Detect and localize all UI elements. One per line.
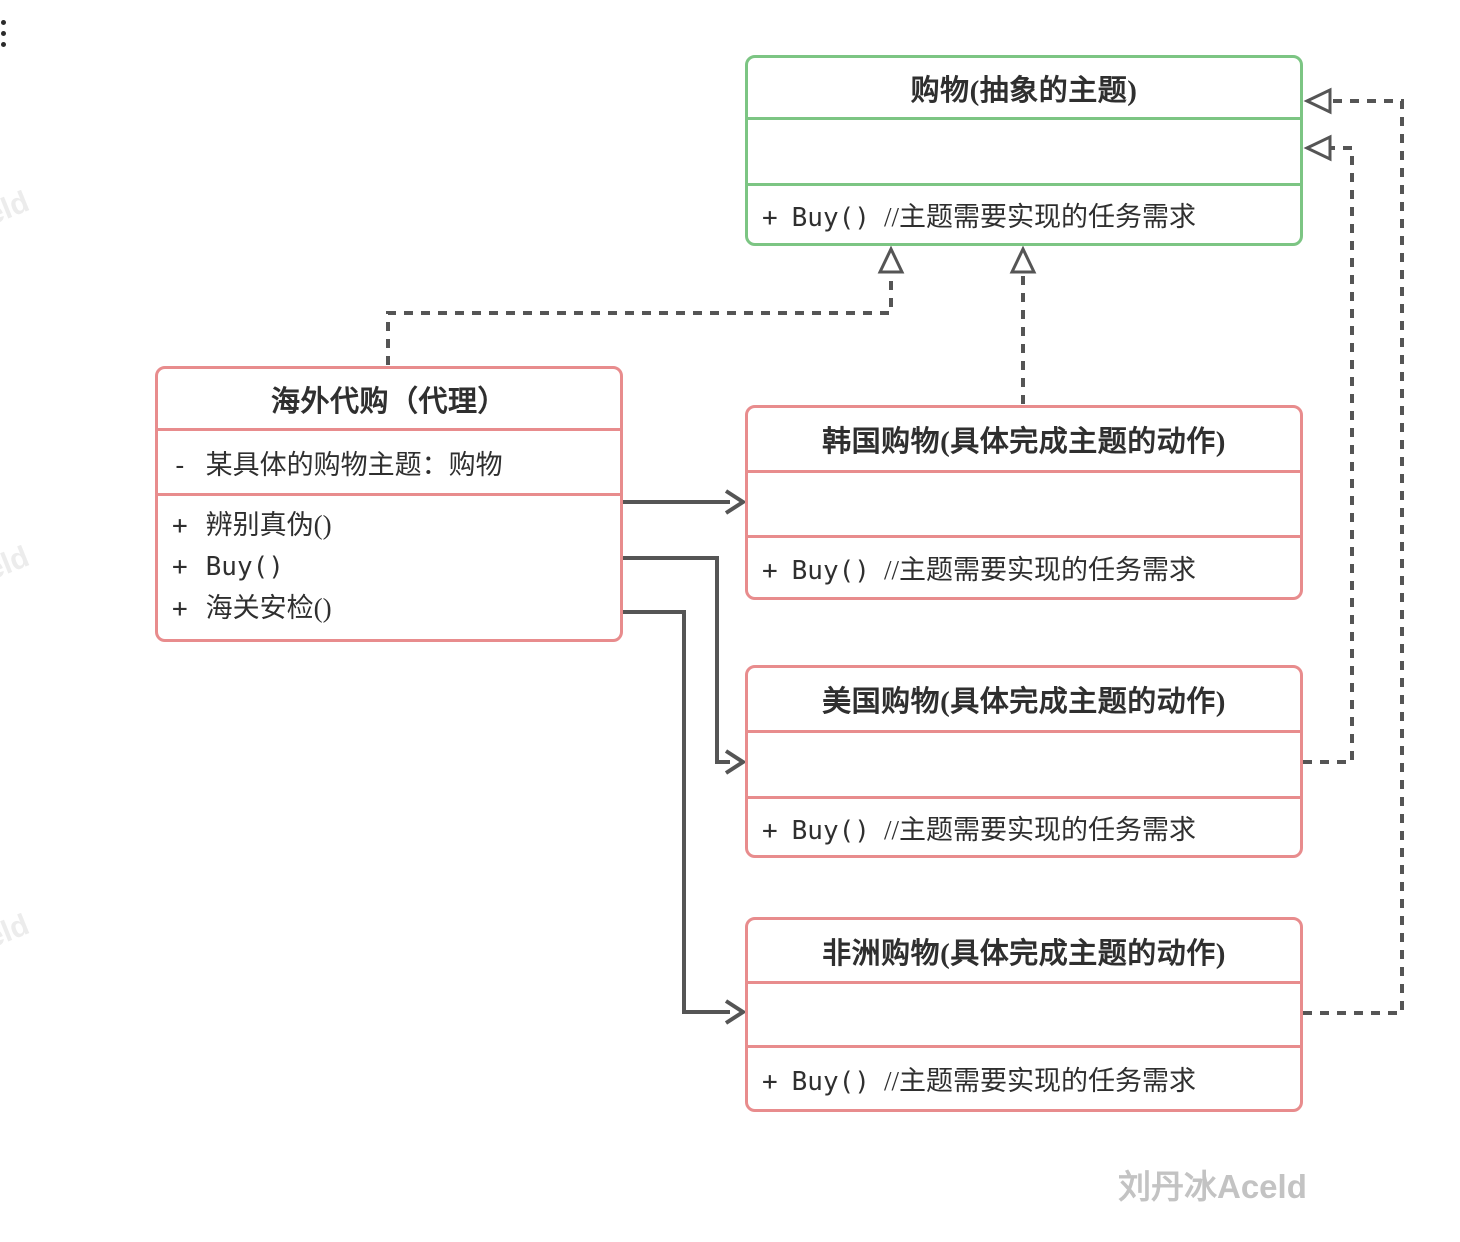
- kebab-dot: [1, 31, 6, 36]
- method-visibility: +: [762, 815, 778, 846]
- edge-africa-realizes-abstract: [1303, 87, 1404, 1015]
- class-korea-shopping: 韩国购物(具体完成主题的动作) + Buy() //主题需要实现的任务需求: [745, 405, 1303, 600]
- edge-proxy-to-africa: [623, 610, 747, 1025]
- class-abstract-attributes: [748, 117, 1300, 183]
- class-africa-title: 非洲购物(具体完成主题的动作): [822, 937, 1226, 970]
- edge-proxy-realizes-abstract: [386, 245, 905, 365]
- class-usa-attributes: [748, 730, 1300, 796]
- edge-korea-realizes-abstract: [1009, 245, 1037, 404]
- edge-usa-realizes-abstract: [1303, 134, 1354, 764]
- class-africa-methods: + Buy() //主题需要实现的任务需求: [748, 1045, 1300, 1109]
- method-signature: 海关安检(): [205, 593, 332, 623]
- method-visibility: +: [172, 552, 188, 582]
- class-korea-methods: + Buy() //主题需要实现的任务需求: [748, 535, 1300, 597]
- method-comment: //主题需要实现的任务需求: [883, 202, 1196, 232]
- class-africa-attributes: [748, 981, 1300, 1045]
- class-proxy-attributes: - 某具体的购物主题：购物: [158, 428, 620, 493]
- method-comment: //主题需要实现的任务需求: [883, 1066, 1196, 1096]
- method-comment: //主题需要实现的任务需求: [883, 814, 1196, 845]
- edge-proxy-to-korea: [623, 489, 747, 515]
- side-watermark: eld: [0, 908, 34, 955]
- class-usa-shopping: 美国购物(具体完成主题的动作) + Buy() //主题需要实现的任务需求: [745, 665, 1303, 858]
- class-africa-shopping: 非洲购物(具体完成主题的动作) + Buy() //主题需要实现的任务需求: [745, 917, 1303, 1112]
- class-abstract-title: 购物(抽象的主题): [910, 74, 1138, 107]
- class-abstract-subject: 购物(抽象的主题) + Buy() //主题需要实现的任务需求: [745, 55, 1303, 246]
- class-proxy-title: 海外代购（代理）: [270, 385, 507, 418]
- method-signature: Buy(): [791, 1067, 870, 1097]
- method-signature: 辨别真伪(): [205, 510, 332, 540]
- class-korea-attributes: [748, 470, 1300, 535]
- method-signature: Buy(): [205, 552, 284, 582]
- method-comment: //主题需要实现的任务需求: [883, 555, 1196, 585]
- class-abstract-methods: + Buy() //主题需要实现的任务需求: [748, 183, 1300, 243]
- attribute-text: 某具体的购物主题：购物: [205, 449, 503, 480]
- attribute-visibility: -: [172, 450, 188, 481]
- class-usa-methods: + Buy() //主题需要实现的任务需求: [748, 796, 1300, 855]
- class-proxy-methods: + 辨别真伪() + Buy() + 海关安检(): [158, 493, 620, 639]
- method-visibility: +: [172, 511, 188, 541]
- method-signature: Buy(): [791, 203, 870, 233]
- kebab-dot: [1, 20, 6, 25]
- class-korea-title: 韩国购物(具体完成主题的动作): [822, 426, 1226, 458]
- side-watermark: eld: [0, 540, 34, 587]
- kebab-dot: [1, 42, 6, 47]
- class-usa-title: 美国购物(具体完成主题的动作): [822, 686, 1226, 718]
- method-visibility: +: [762, 1067, 778, 1097]
- method-signature: Buy(): [791, 815, 870, 846]
- side-watermark: eld: [0, 185, 34, 232]
- method-visibility: +: [762, 203, 778, 233]
- method-visibility: +: [172, 594, 188, 624]
- class-proxy: 海外代购（代理） - 某具体的购物主题：购物 + 辨别真伪() + Buy() …: [155, 366, 623, 642]
- author-watermark: 刘丹冰Aceld: [1118, 1168, 1307, 1205]
- kebab-menu-icon[interactable]: [0, 20, 6, 47]
- method-signature: Buy(): [791, 556, 870, 586]
- edge-proxy-to-usa: [623, 556, 747, 775]
- method-visibility: +: [762, 556, 778, 586]
